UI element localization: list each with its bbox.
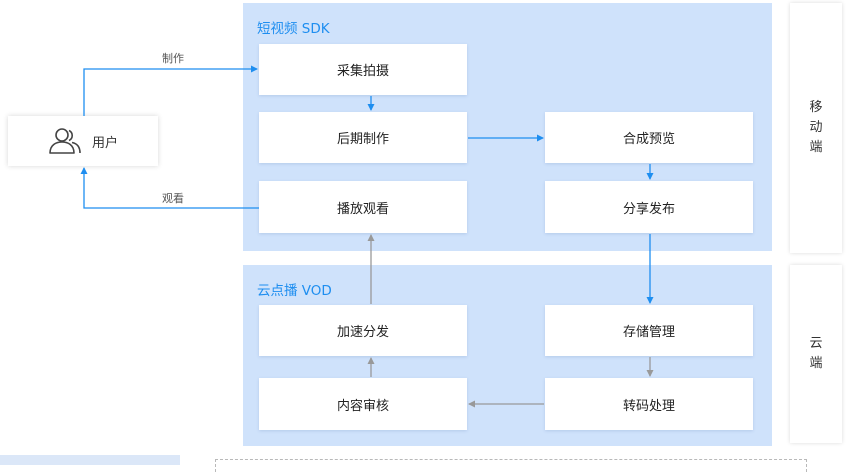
storage-box[interactable]: 存储管理 [545,305,753,356]
edge-label-make: 制作 [162,52,184,65]
playback-box[interactable]: 播放观看 [259,181,467,233]
mobile-side-text: 移动端 [809,100,823,155]
postprod-box[interactable]: 后期制作 [259,112,467,163]
share-box[interactable]: 分享发布 [545,181,753,233]
sdk-panel-title: 短视频 SDK [257,21,330,37]
review-box[interactable]: 内容审核 [259,378,467,430]
mobile-side-label: 移动端 [790,3,842,253]
user-label: 用户 [91,135,118,151]
transcode-box[interactable]: 转码处理 [545,378,753,430]
arrow-user-to-capture [83,65,258,116]
vod-panel-title: 云点播 VOD [257,283,332,299]
cloud-side-label: 云端 [790,265,842,443]
compose-box[interactable]: 合成预览 [545,112,753,163]
edge-label-watch: 观看 [162,192,184,205]
bottom-partial-block [0,455,180,465]
arrow-playback-to-user [80,167,259,209]
capture-box[interactable]: 采集拍摄 [259,44,467,95]
users-icon [49,128,81,154]
bottom-dashed-frame [215,459,807,472]
accel-box[interactable]: 加速分发 [259,305,467,356]
cloud-side-text: 云端 [809,336,823,371]
user-node[interactable]: 用户 [8,116,158,166]
